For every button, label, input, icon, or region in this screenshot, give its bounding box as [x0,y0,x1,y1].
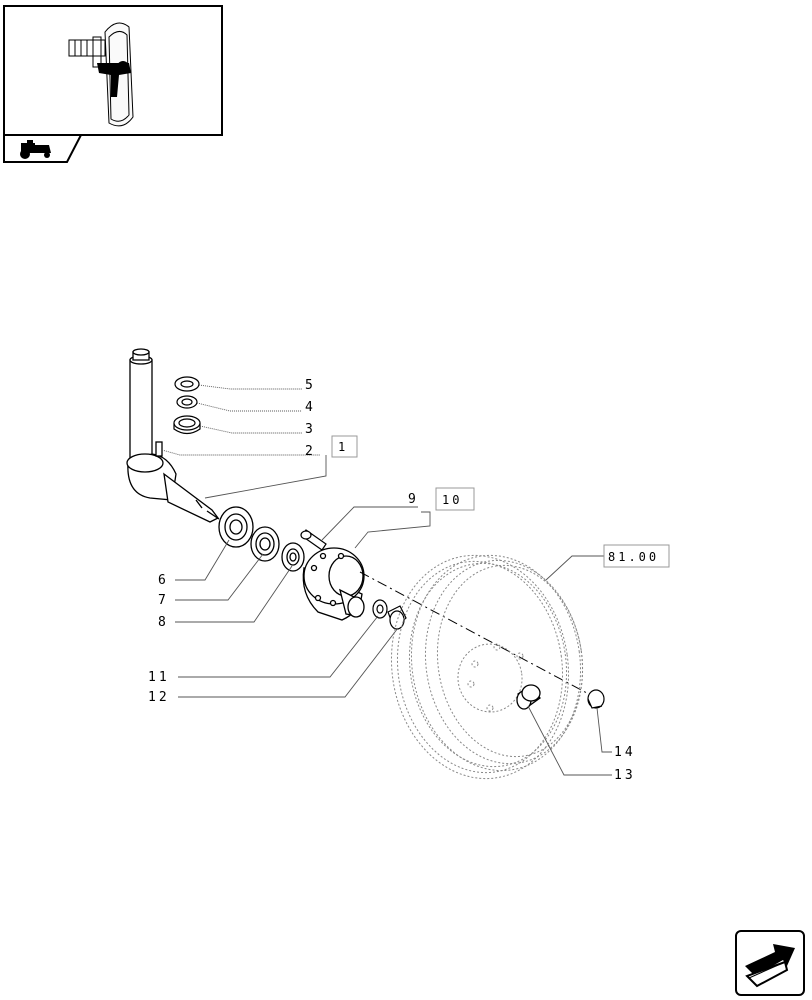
ref-box-1[interactable]: 1 [338,440,348,454]
next-page-arrow-icon [745,944,795,988]
part-washers [173,376,201,435]
part-bearing-cup [281,542,305,572]
callout-12: 12 [148,690,170,705]
ref-box-81-frame [603,544,670,568]
callout-2: 2 [305,444,316,459]
callout-6: 6 [158,573,169,588]
callout-3: 3 [305,422,316,437]
ref-box-1-frame [331,435,358,458]
part-washer-nut [372,599,407,630]
next-page-button[interactable] [735,930,805,996]
ref-box-10[interactable]: 10 [442,493,462,507]
leader-lines [161,384,612,776]
ref-box-10-frame [435,487,475,511]
callout-8: 8 [158,615,169,630]
callout-5: 5 [305,378,316,393]
thumbnail-drawing [68,22,134,127]
callout-7: 7 [158,593,169,608]
part-wheel-rim [390,554,584,780]
part-dust-cap [587,689,605,709]
reference-boxes: 1 10 81.00 [331,435,670,568]
part-hub [302,547,365,621]
callout-4: 4 [305,400,316,415]
assembly-thumbnail [3,5,223,136]
callout-labels: 5 4 3 2 9 6 7 8 11 12 14 13 [148,378,636,783]
callout-9: 9 [408,492,419,507]
assembly-axis-line [359,571,601,701]
callout-11: 11 [148,670,170,685]
part-seal [218,506,254,548]
callout-13: 13 [614,768,636,783]
part-bearing-inner [250,526,280,562]
part-steering-knuckle [126,348,220,523]
part-hub-cap [516,684,541,710]
tractor-section-icon [3,134,83,163]
callout-14: 14 [614,745,636,760]
ref-box-81[interactable]: 81.00 [608,550,659,564]
